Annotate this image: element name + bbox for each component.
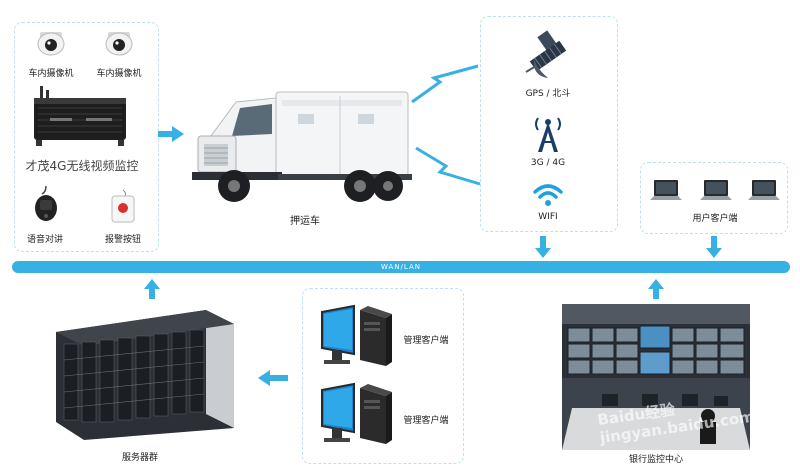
video-monitor-device-icon	[34, 86, 126, 146]
server-cluster-icon	[56, 310, 234, 440]
camera-icon	[105, 32, 133, 56]
truck-label: 押运车	[290, 216, 320, 227]
bank-monitoring-center-label: 银行监控中心	[628, 455, 683, 465]
wireless-network-panel	[480, 16, 618, 232]
laptop-icon	[700, 180, 732, 200]
camera-left-label: 车内摄像机	[28, 69, 74, 79]
satellite-icon	[525, 30, 567, 78]
management-client-top-label: 管理客户端	[403, 336, 449, 346]
wifi-icon	[533, 184, 563, 206]
laptop-icon	[748, 180, 780, 200]
camera-icon	[37, 32, 65, 56]
arrow-right-icon	[158, 126, 184, 142]
wifi-label: WIFI	[538, 212, 558, 222]
desktop-computer-icon	[321, 382, 392, 444]
arrow-down-icon	[706, 236, 722, 258]
user-client-panel	[640, 162, 788, 234]
arrow-up-icon	[144, 279, 160, 299]
armored-truck-icon	[192, 91, 412, 202]
server-cluster-label: 服务器群	[121, 453, 158, 463]
wireless-signal-bolt-icon	[415, 146, 481, 186]
cellular-label: 3G / 4G	[530, 158, 566, 168]
arrow-left-icon	[258, 370, 288, 386]
user-client-label: 用户客户端	[692, 214, 738, 224]
management-client-panel	[302, 288, 464, 464]
wireless-signal-bolt-icon	[411, 64, 479, 104]
arrow-down-icon	[535, 236, 551, 258]
gps-label: GPS / 北斗	[525, 89, 571, 99]
desktop-computer-icon	[321, 304, 392, 366]
alarm-button-label: 报警按钮	[104, 235, 141, 245]
arrow-up-icon	[648, 279, 664, 299]
laptop-icon	[650, 180, 682, 200]
video-monitor-device-label: 才茂4G无线视频监控	[25, 159, 139, 173]
cell-tower-icon	[535, 117, 561, 152]
monitoring-center-photo	[562, 304, 750, 450]
wan-lan-bus: WAN/LAN	[12, 261, 790, 273]
alarm-button-icon	[111, 189, 135, 223]
camera-right-label: 车内摄像机	[96, 69, 142, 79]
intercom-microphone-icon	[35, 185, 57, 221]
intercom-label: 语音对讲	[26, 235, 63, 245]
wan-lan-label: WAN/LAN	[380, 263, 421, 271]
management-client-bottom-label: 管理客户端	[403, 416, 449, 426]
